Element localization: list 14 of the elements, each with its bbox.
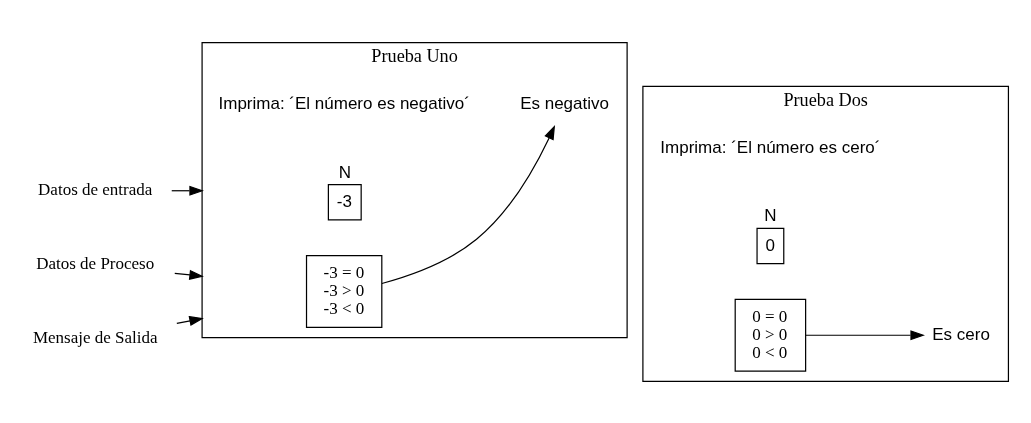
node-text: Mensaje de Salida [32, 327, 158, 347]
node-text: Datos de Proceso [35, 253, 154, 273]
node-label: N [763, 205, 777, 225]
node-label: N [338, 162, 351, 182]
node-text: Es negativo [519, 93, 609, 113]
node-text: Datos de entrada [37, 179, 152, 199]
arrow [380, 124, 555, 284]
node-box: -3 [327, 183, 362, 220]
node-box: 0 [755, 227, 784, 264]
node-text: Es cero [931, 324, 990, 344]
node-box: -3 = 0 -3 > 0 -3 < 0 [305, 254, 382, 328]
arrow [175, 315, 204, 326]
arrow [804, 329, 925, 340]
node-box: 0 = 0 0 > 0 0 < 0 [734, 298, 806, 372]
